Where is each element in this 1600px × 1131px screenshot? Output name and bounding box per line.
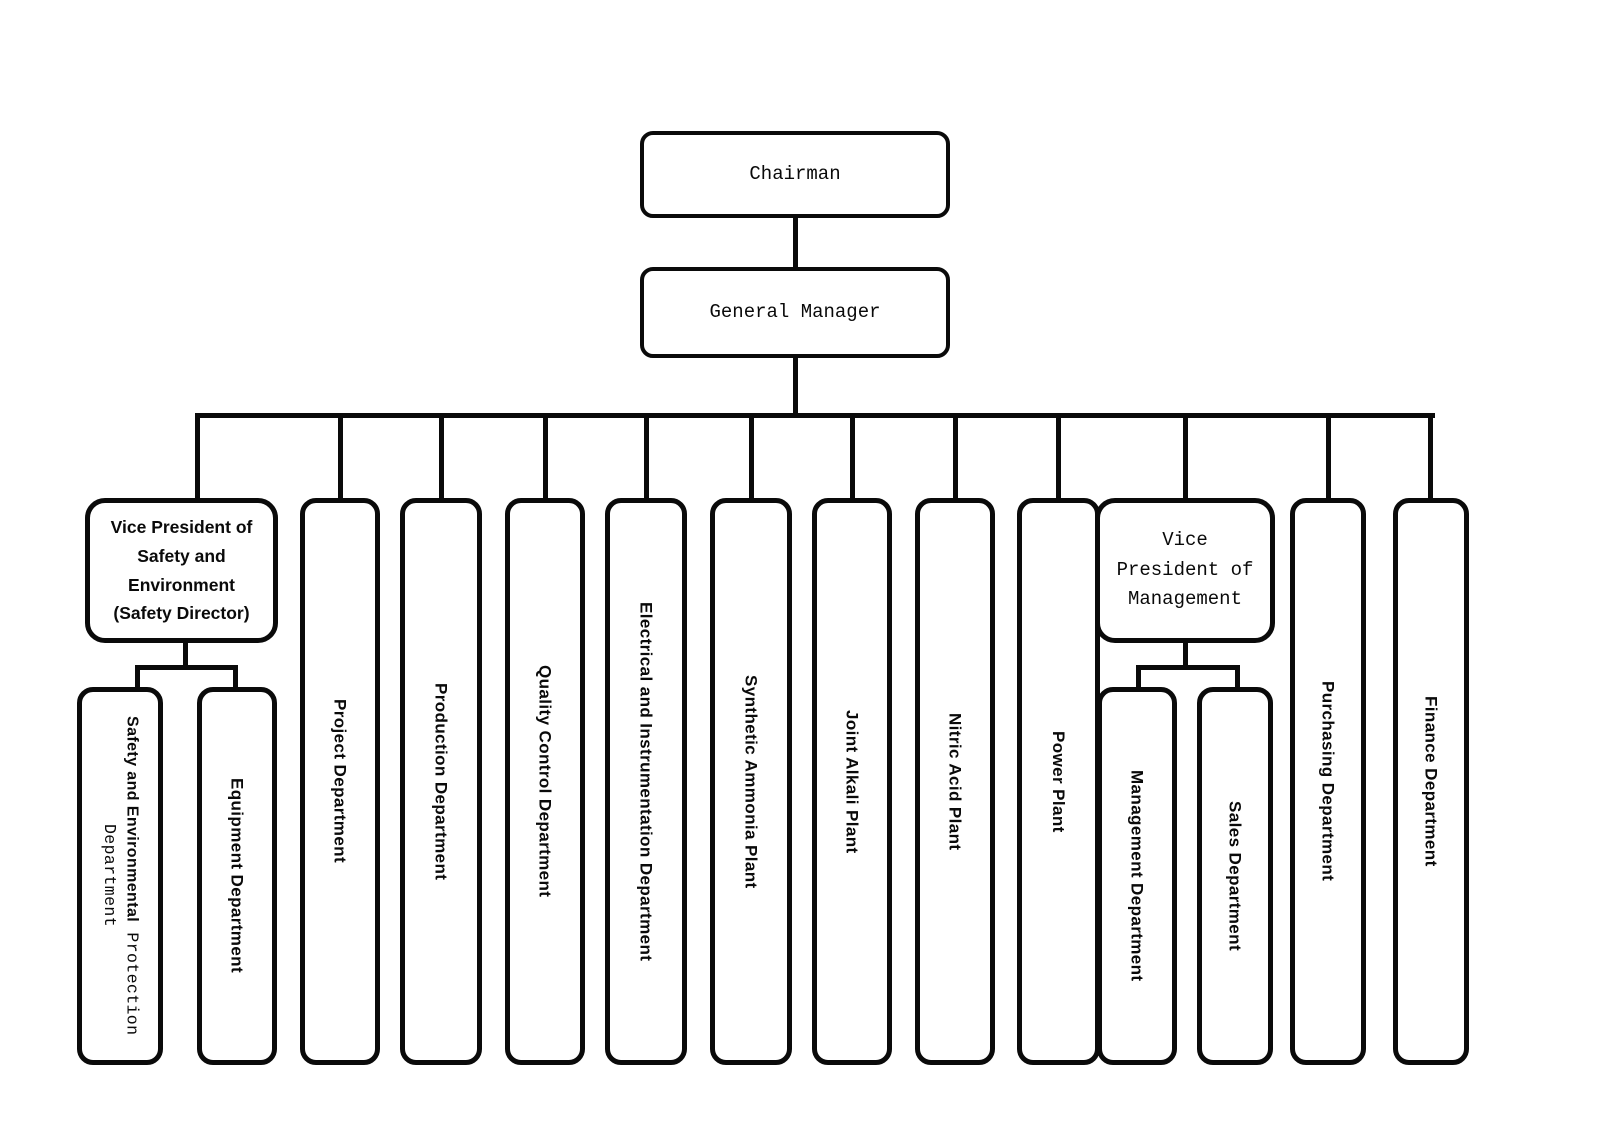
finance-department-label: Finance Department — [1421, 696, 1441, 867]
power-plant-box: Power Plant — [1017, 498, 1100, 1065]
vp-management-label: Vice President of Management — [1116, 529, 1254, 611]
connector-drop-equipment-dept — [233, 665, 238, 689]
quality-control-department-box: Quality Control Department — [505, 498, 585, 1065]
general-manager-label: General Manager — [709, 300, 881, 323]
finance-department-box: Finance Department — [1393, 498, 1469, 1065]
production-department-label: Production Department — [431, 682, 451, 881]
vp-safety-label: Vice President of Safety and Environment… — [110, 517, 253, 624]
management-department-box: Management Department — [1097, 687, 1177, 1065]
connector-drop-project — [338, 415, 343, 500]
project-department-box: Project Department — [300, 498, 380, 1065]
connector-chairman-gm — [793, 216, 798, 269]
chairman-label: Chairman — [749, 162, 841, 185]
connector-bus — [195, 413, 1435, 418]
electrical-instrumentation-department-label: Electrical and Instrumentation Departmen… — [636, 601, 656, 962]
project-department-label: Project Department — [330, 699, 350, 864]
connector-drop-quality — [543, 415, 548, 500]
connector-drop-sales-dept — [1235, 665, 1240, 689]
connector-drop-synthetic — [749, 415, 754, 500]
connector-drop-electrical — [644, 415, 649, 500]
connector-gm-bus — [793, 356, 798, 417]
connector-vp-management-stem — [1183, 641, 1188, 670]
connector-vp-safety-stem — [183, 641, 188, 670]
safety-environmental-protection-department-box: Safety and Environmental Protection Depa… — [77, 687, 163, 1065]
connector-drop-vp-safety — [195, 415, 200, 500]
vp-management-box: Vice President of Management — [1095, 498, 1275, 643]
equipment-department-label: Equipment Department — [227, 778, 247, 974]
chairman-box: Chairman — [640, 131, 950, 218]
connector-drop-production — [439, 415, 444, 500]
connector-drop-purchasing — [1326, 415, 1331, 500]
power-plant-label: Power Plant — [1049, 730, 1069, 833]
equipment-department-box: Equipment Department — [197, 687, 277, 1065]
purchasing-department-box: Purchasing Department — [1290, 498, 1366, 1065]
connector-drop-nitric — [953, 415, 958, 500]
connector-drop-management-dept — [1136, 665, 1141, 689]
connector-drop-safety-env-dept — [135, 665, 140, 689]
vp-safety-box: Vice President of Safety and Environment… — [85, 498, 278, 643]
synthetic-ammonia-plant-label: Synthetic Ammonia Plant — [741, 674, 761, 889]
electrical-instrumentation-department-box: Electrical and Instrumentation Departmen… — [605, 498, 687, 1065]
connector-drop-power — [1056, 415, 1061, 500]
connector-drop-vp-management — [1183, 415, 1188, 500]
connector-vp-management-bar — [1136, 665, 1240, 670]
nitric-acid-plant-label: Nitric Acid Plant — [945, 712, 965, 851]
sales-department-label: Sales Department — [1225, 800, 1245, 951]
quality-control-department-label: Quality Control Department — [535, 665, 555, 898]
connector-drop-finance — [1428, 415, 1433, 500]
management-department-label: Management Department — [1127, 770, 1147, 982]
general-manager-box: General Manager — [640, 267, 950, 358]
synthetic-ammonia-plant-box: Synthetic Ammonia Plant — [710, 498, 792, 1065]
connector-vp-safety-bar — [135, 665, 238, 670]
connector-drop-joint-alkali — [850, 415, 855, 500]
purchasing-department-label: Purchasing Department — [1318, 681, 1338, 882]
joint-alkali-plant-box: Joint Alkali Plant — [812, 498, 892, 1065]
safety-environmental-protection-department-label: Safety and Environmental Protection Depa… — [100, 716, 142, 1036]
sales-department-box: Sales Department — [1197, 687, 1273, 1065]
nitric-acid-plant-box: Nitric Acid Plant — [915, 498, 995, 1065]
production-department-box: Production Department — [400, 498, 482, 1065]
joint-alkali-plant-label: Joint Alkali Plant — [842, 709, 862, 854]
